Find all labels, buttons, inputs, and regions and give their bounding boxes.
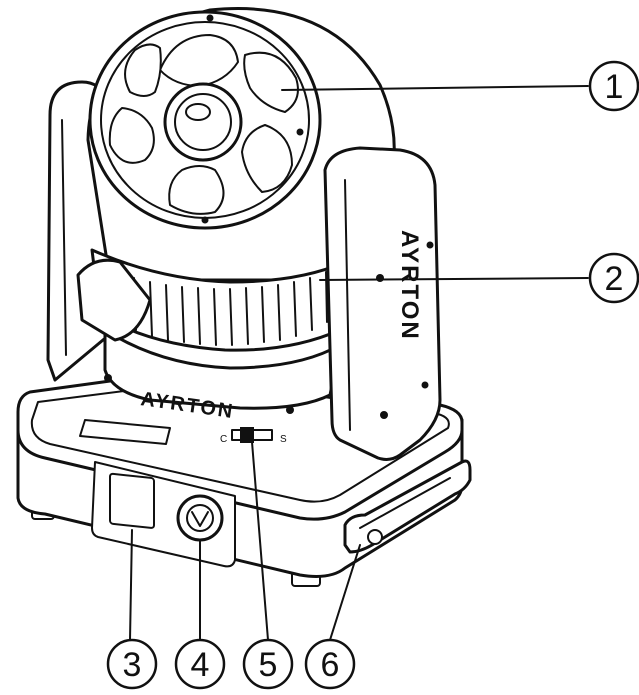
leader-lines	[129, 85, 589, 641]
callout-1: 1	[588, 60, 639, 112]
mode-switch: C S	[220, 427, 287, 445]
svg-text:2: 2	[605, 260, 624, 298]
callout-4: 4	[174, 638, 226, 690]
callout-3: 3	[106, 638, 158, 690]
side-brand-label: AYRTON	[396, 230, 423, 341]
yoke-arm-right: AYRTON	[323, 146, 442, 461]
svg-text:4: 4	[191, 646, 210, 684]
center-lens	[163, 82, 243, 162]
svg-text:3: 3	[123, 646, 142, 684]
tilt-block-left	[76, 258, 152, 342]
base-rim	[30, 379, 450, 503]
svg-text:5: 5	[259, 646, 278, 684]
petal-lenses	[108, 34, 299, 215]
callout-6: 6	[304, 638, 356, 690]
svg-text:1: 1	[605, 68, 624, 106]
callout-5: 5	[242, 638, 294, 690]
svg-text:S: S	[280, 434, 287, 445]
svg-text:6: 6	[321, 646, 340, 684]
rotary-encoder	[176, 494, 224, 542]
display-screen	[109, 472, 155, 529]
svg-text:C: C	[220, 434, 227, 445]
callout-2: 2	[588, 252, 639, 304]
base-slot	[79, 419, 171, 445]
carry-handle	[343, 459, 472, 554]
front-lens-array	[88, 10, 322, 230]
